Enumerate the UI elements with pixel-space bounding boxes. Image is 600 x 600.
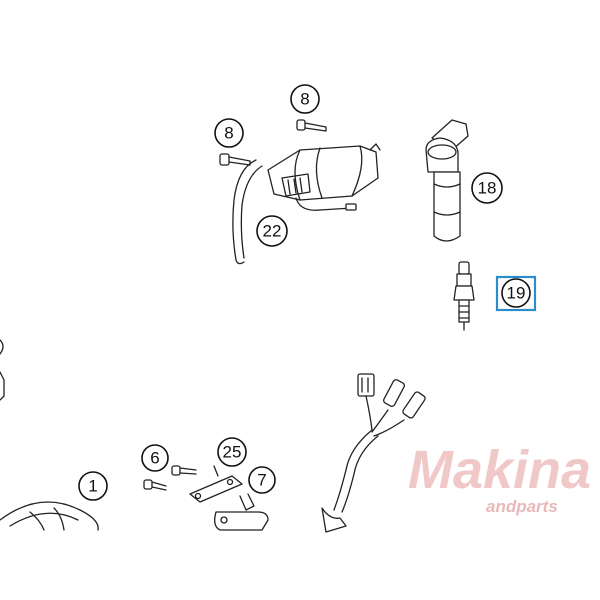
screw-6-upper bbox=[171, 465, 197, 476]
callout-label: 22 bbox=[263, 222, 282, 241]
wiring-harness bbox=[321, 373, 426, 533]
spark-plug bbox=[453, 261, 475, 331]
callout-22: 22 bbox=[256, 215, 288, 247]
callout-18: 18 bbox=[471, 172, 503, 204]
screw-8-upper bbox=[296, 119, 327, 132]
callout-label: 18 bbox=[478, 179, 497, 198]
screw-6-lower bbox=[143, 479, 167, 491]
callout-25: 25 bbox=[217, 437, 247, 467]
watermark-sub-text: andparts bbox=[486, 497, 558, 516]
clamp-7 bbox=[214, 493, 269, 531]
screw-8-left bbox=[219, 153, 251, 166]
spark-plug-cap bbox=[425, 119, 469, 242]
watermark-main-text: Makina bbox=[408, 440, 591, 500]
callout-label: 6 bbox=[150, 449, 159, 468]
callout-label: 8 bbox=[300, 90, 309, 109]
callout-label: 8 bbox=[224, 124, 233, 143]
callout-label: 25 bbox=[223, 443, 242, 462]
callout-7: 7 bbox=[248, 466, 276, 494]
callout-8-left: 8 bbox=[214, 118, 244, 148]
watermark-logo: Makina andparts bbox=[408, 440, 591, 516]
callout-label: 19 bbox=[507, 284, 526, 303]
callout-8-upper: 8 bbox=[290, 84, 320, 114]
callout-1: 1 bbox=[78, 471, 108, 501]
bracket-25 bbox=[189, 465, 243, 503]
partial-part-left bbox=[0, 339, 5, 401]
callout-6: 6 bbox=[141, 444, 169, 472]
callout-19-highlighted: 19 bbox=[495, 275, 537, 312]
highlight-box bbox=[495, 275, 537, 312]
ignition-coil bbox=[232, 143, 381, 265]
stator-flywheel bbox=[0, 501, 99, 531]
callout-label: 7 bbox=[257, 471, 266, 490]
callout-label: 1 bbox=[88, 477, 97, 496]
